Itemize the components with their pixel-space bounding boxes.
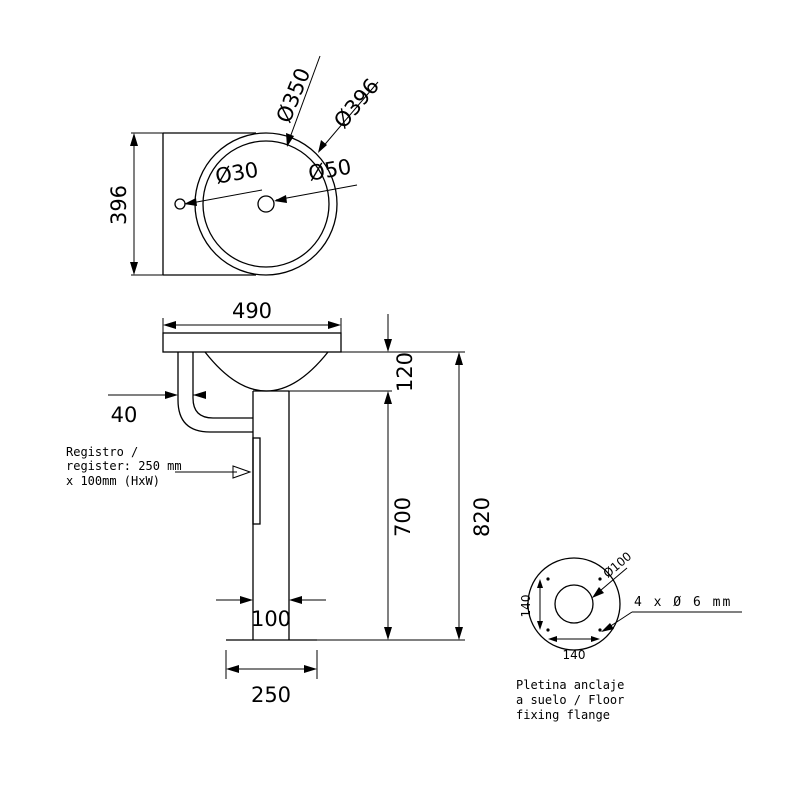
flange-caption-line1: Pletina anclaje	[516, 678, 624, 692]
drain-pipe-outer	[177, 352, 253, 433]
flange-caption-line2: a suelo / Floor	[516, 693, 624, 707]
flange-holes-label: 4 x Ø 6 mm	[634, 595, 732, 610]
arrow	[537, 621, 543, 630]
top-view: 396 Ø350 Ø396 Ø30 Ø50	[107, 55, 384, 276]
column-height-dim-label: 700	[391, 497, 415, 537]
drain-dim-label: Ø50	[306, 155, 353, 186]
fixing-hole	[598, 577, 602, 581]
arrow	[384, 627, 392, 640]
arrow	[537, 579, 543, 588]
flange-outer-circle	[527, 557, 621, 651]
arrow	[455, 627, 463, 640]
arrow	[163, 321, 176, 329]
arrow	[274, 195, 287, 203]
arrow	[184, 198, 197, 206]
total-height-dim-label: 820	[470, 497, 494, 537]
arrow	[226, 665, 239, 673]
arrow	[286, 133, 294, 147]
basin-height-dim-label: 120	[393, 352, 417, 392]
arrow	[130, 133, 138, 146]
leader-basin-inner	[287, 55, 321, 144]
depth-dim-label: 396	[107, 185, 131, 225]
leader-basin-outer	[320, 81, 379, 150]
arrow	[304, 665, 317, 673]
drain-hole	[257, 195, 275, 213]
arrow	[601, 623, 614, 632]
arrow	[592, 587, 604, 598]
basin-inner-circle	[202, 140, 330, 268]
width-dim-label: 490	[232, 299, 272, 323]
register-note-line2: register: 250 mm	[66, 459, 182, 473]
arrow	[591, 636, 600, 642]
arrow	[289, 596, 302, 604]
arrow	[384, 391, 392, 404]
tap-hole-dim-label: Ø30	[213, 158, 260, 189]
register-panel	[252, 437, 261, 525]
flange-inner-circle	[554, 584, 594, 624]
register-arrow	[232, 465, 252, 479]
side-view: 490 40 Registro / register: 250 mm x 100…	[66, 299, 494, 707]
leader-drain	[275, 184, 358, 201]
register-note-line1: Registro /	[66, 445, 138, 459]
fixing-hole	[546, 628, 550, 632]
fixing-hole	[598, 628, 602, 632]
basin-outer-circle	[194, 132, 338, 276]
arrow	[384, 339, 392, 352]
arrow	[548, 636, 557, 642]
fixing-hole	[546, 577, 550, 581]
pipe-offset-dim-label: 40	[111, 403, 138, 427]
flange-caption-line3: fixing flange	[516, 708, 610, 722]
arrow	[240, 596, 253, 604]
arrow	[130, 262, 138, 275]
arrow	[455, 352, 463, 365]
column-width-dim-label: 100	[251, 607, 291, 631]
flange-height-label: 140	[519, 595, 533, 618]
arrow	[318, 140, 327, 153]
arrow	[193, 391, 206, 399]
base-width-dim-label: 250	[251, 683, 291, 707]
leader-tap-hole	[185, 189, 263, 205]
arrow	[328, 321, 341, 329]
basin-inner-dim-label: Ø350	[272, 65, 315, 126]
flange-view: Ø100 4 x Ø 6 mm 140 140 Pletina anclaje …	[516, 549, 742, 722]
flange-width-label: 140	[563, 648, 586, 662]
basin-bowl	[204, 351, 329, 392]
arrow	[165, 391, 178, 399]
tap-hole	[174, 198, 186, 210]
basin-outer-dim-label: Ø396	[329, 74, 384, 133]
register-note-line3: x 100mm (HxW)	[66, 474, 160, 488]
drain-pipe-inner	[192, 352, 253, 419]
basin-slab	[162, 332, 342, 353]
